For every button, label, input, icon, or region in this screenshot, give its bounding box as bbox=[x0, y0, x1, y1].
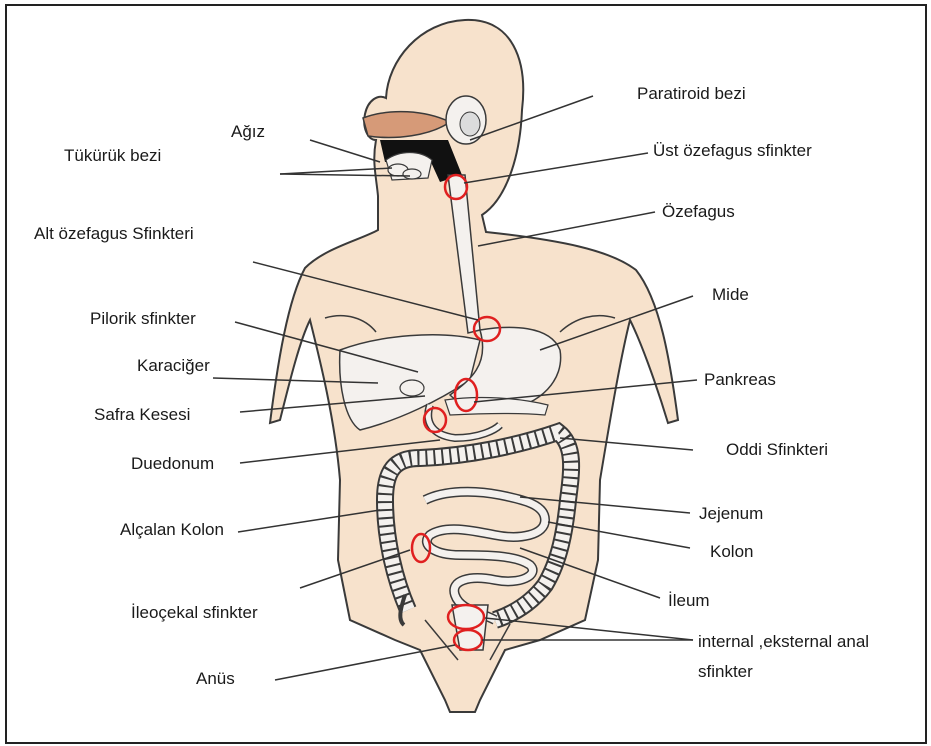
label-ust-sfinkter: Üst özefagus sfinkter bbox=[653, 141, 812, 161]
label-anal-line1: internal ,eksternal anal bbox=[698, 632, 869, 652]
parathyroid-gland-inner bbox=[460, 112, 480, 136]
label-paratiroid: Paratiroid bezi bbox=[637, 84, 746, 104]
label-pilorik: Pilorik sfinkter bbox=[90, 309, 196, 329]
label-jejenum: Jejenum bbox=[699, 504, 763, 524]
label-ozefagus: Özefagus bbox=[662, 202, 735, 222]
label-ileocekal: İleoçekal sfinkter bbox=[131, 603, 258, 623]
label-anus: Anüs bbox=[196, 669, 235, 689]
label-alt-sfinkter: Alt özefagus Sfinkteri bbox=[34, 224, 194, 244]
salivary-gland-2 bbox=[403, 169, 421, 179]
label-alcalan: Alçalan Kolon bbox=[120, 520, 224, 540]
label-mide: Mide bbox=[712, 285, 749, 305]
label-oddi: Oddi Sfinkteri bbox=[726, 440, 828, 460]
leader-agiz bbox=[310, 140, 380, 162]
label-karaciger: Karaciğer bbox=[137, 356, 210, 376]
label-ileum: İleum bbox=[668, 591, 710, 611]
label-kolon: Kolon bbox=[710, 542, 753, 562]
gallbladder bbox=[400, 380, 424, 396]
label-safra: Safra Kesesi bbox=[94, 405, 190, 425]
label-duedonum: Duedonum bbox=[131, 454, 214, 474]
label-agiz: Ağız bbox=[231, 122, 265, 142]
label-pankreas: Pankreas bbox=[704, 370, 776, 390]
leader-ozefagus bbox=[478, 212, 655, 246]
label-anal-line2: sfinkter bbox=[698, 662, 753, 682]
label-tukuruk: Tükürük bezi bbox=[64, 146, 161, 166]
